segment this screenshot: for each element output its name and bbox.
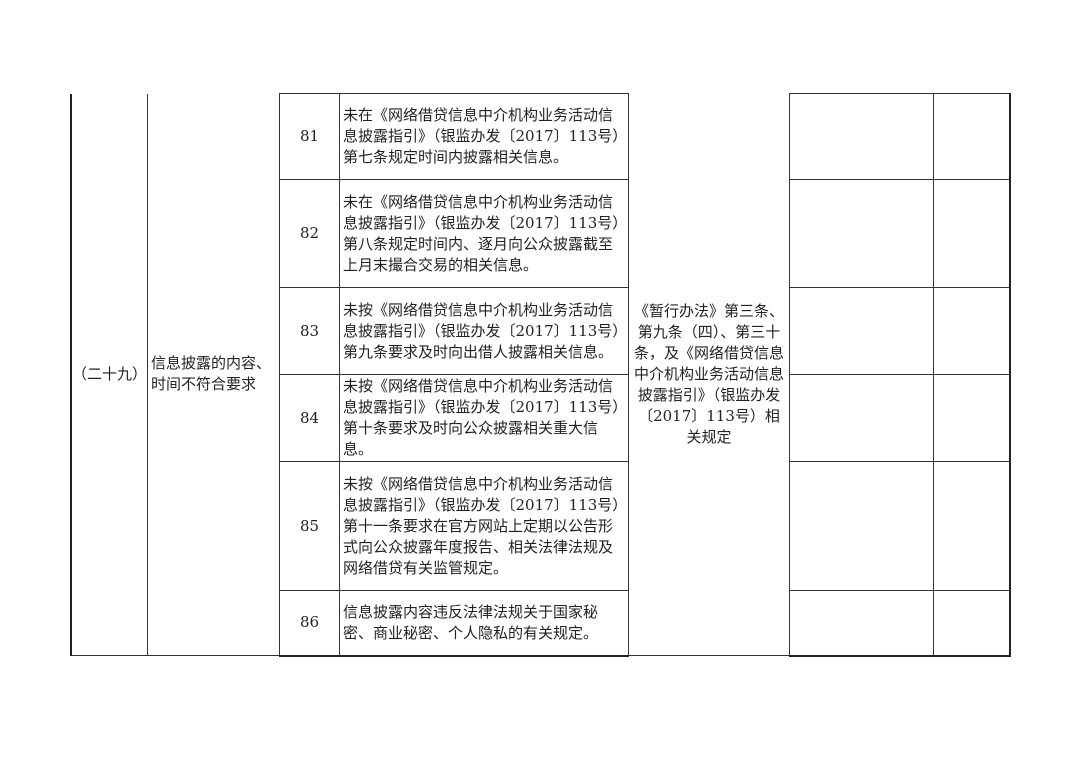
section-number: （二十九）: [70, 93, 148, 656]
item-text: 未在《网络借贷信息中介机构业务活动信息披露指引》（银监办发〔2017〕113号）…: [339, 179, 629, 288]
empty-cell: [789, 287, 934, 375]
empty-cell: [789, 93, 934, 180]
table-row: 85 未按《网络借贷信息中介机构业务活动信息披露指引》（银监办发〔2017〕11…: [71, 461, 1011, 591]
item-text: 未按《网络借贷信息中介机构业务活动信息披露指引》（银监办发〔2017〕113号）…: [339, 287, 629, 375]
item-text: 信息披露内容违反法律法规关于国家秘密、商业秘密、个人隐私的有关规定。: [339, 590, 629, 657]
table-row: 84 未按《网络借贷信息中介机构业务活动信息披露指引》（银监办发〔2017〕11…: [71, 374, 1011, 462]
table-row: 82 未在《网络借贷信息中介机构业务活动信息披露指引》（银监办发〔2017〕11…: [71, 179, 1011, 288]
item-number: 86: [279, 590, 340, 657]
empty-cell: [933, 93, 1011, 180]
regulation-table: （二十九） 信息披露的内容、时间不符合要求 81 未在《网络借贷信息中介机构业务…: [70, 93, 1011, 657]
empty-cell: [789, 461, 934, 591]
table-row: 86 信息披露内容违反法律法规关于国家秘密、商业秘密、个人隐私的有关规定。: [71, 590, 1011, 657]
item-text: 未在《网络借贷信息中介机构业务活动信息披露指引》（银监办发〔2017〕113号）…: [339, 93, 629, 180]
table-row: （二十九） 信息披露的内容、时间不符合要求 81 未在《网络借贷信息中介机构业务…: [70, 93, 1011, 656]
legal-basis: 《暂行办法》第三条、第九条（四）、第三十条，及《网络借贷信息中介机构业务活动信息…: [628, 93, 790, 656]
table-row: 83 未按《网络借贷信息中介机构业务活动信息披露指引》（银监办发〔2017〕11…: [71, 287, 1011, 375]
item-text: 未按《网络借贷信息中介机构业务活动信息披露指引》（银监办发〔2017〕113号）…: [339, 461, 629, 591]
empty-cell: [789, 590, 934, 657]
empty-cell: [933, 461, 1011, 591]
empty-cell: [933, 590, 1011, 657]
empty-cell: [789, 374, 934, 462]
item-text: 未按《网络借贷信息中介机构业务活动信息披露指引》（银监办发〔2017〕113号）…: [339, 374, 629, 462]
item-number: 85: [279, 461, 340, 591]
empty-cell: [933, 287, 1011, 375]
empty-cell: [933, 179, 1011, 288]
empty-cell: [933, 374, 1011, 462]
item-number: 81: [279, 93, 340, 180]
empty-cell: [789, 179, 934, 288]
item-number: 83: [279, 287, 340, 375]
section-title: 信息披露的内容、时间不符合要求: [147, 93, 280, 656]
item-number: 82: [279, 179, 340, 288]
item-number: 84: [279, 374, 340, 462]
